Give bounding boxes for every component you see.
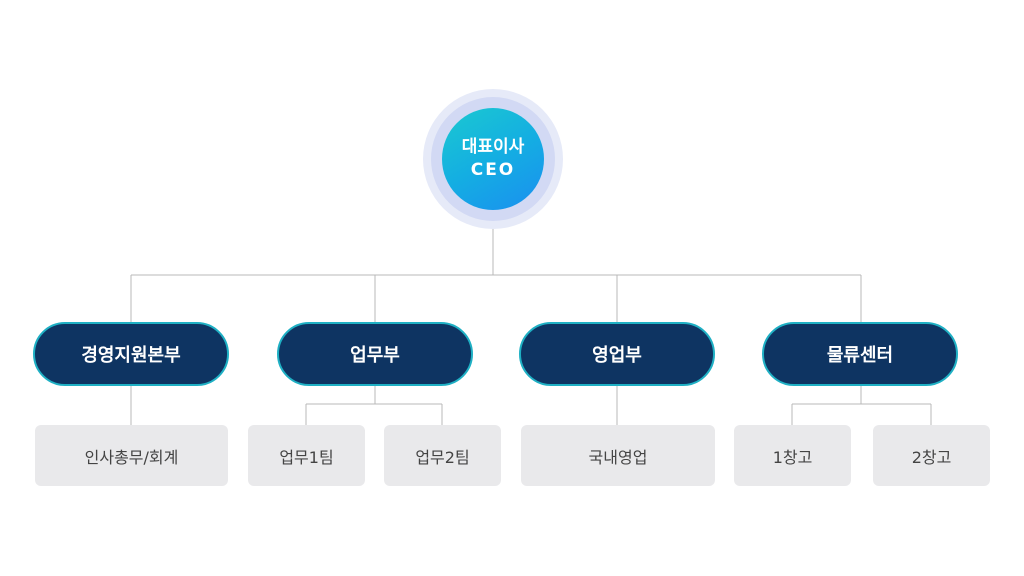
team-label: 업무1팀 bbox=[279, 447, 334, 467]
team-label: 업무2팀 bbox=[415, 447, 470, 467]
department-label: 영업부 bbox=[592, 345, 642, 366]
department-label: 경영지원본부 bbox=[81, 345, 181, 366]
team-warehouse-1: 1창고 bbox=[734, 425, 851, 486]
team-label: 국내영업 bbox=[588, 447, 648, 467]
ceo-title-korean: 대표이사 bbox=[461, 137, 525, 157]
ceo-title-english: CEO bbox=[470, 160, 516, 180]
team-domestic-sales: 국내영업 bbox=[521, 425, 715, 486]
team-operations-2: 업무2팀 bbox=[384, 425, 501, 486]
team-label: 1창고 bbox=[772, 447, 813, 467]
team-operations-1: 업무1팀 bbox=[248, 425, 365, 486]
ceo-node: 대표이사 CEO bbox=[442, 108, 544, 210]
team-label: 인사총무/회계 bbox=[84, 447, 179, 467]
department-sales: 영업부 bbox=[519, 322, 715, 386]
department-logistics-center: 물류센터 bbox=[762, 322, 958, 386]
team-warehouse-2: 2창고 bbox=[873, 425, 990, 486]
department-label: 물류센터 bbox=[826, 345, 894, 366]
department-management-support: 경영지원본부 bbox=[33, 322, 229, 386]
team-hr-general-affairs-accounting: 인사총무/회계 bbox=[35, 425, 228, 486]
team-label: 2창고 bbox=[911, 447, 952, 467]
department-label: 업무부 bbox=[350, 345, 400, 366]
department-operations: 업무부 bbox=[277, 322, 473, 386]
